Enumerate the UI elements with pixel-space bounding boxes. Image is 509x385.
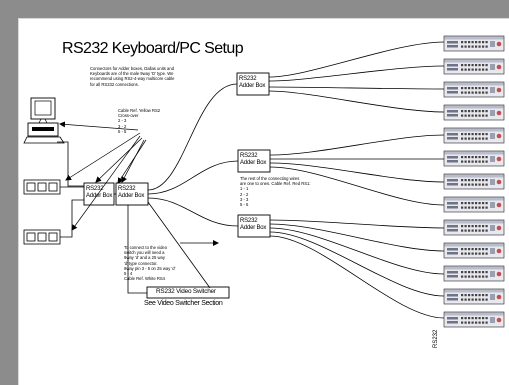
pointer-arrows <box>59 121 219 246</box>
frame-left-bar <box>0 0 18 385</box>
frame-top-bar <box>0 0 509 18</box>
adder-box-bot-label: RS232 Adder Box <box>240 218 267 231</box>
adder-box-top-label: RS232 Adder Box <box>239 76 266 89</box>
adder-box-left-label: RS232 Adder Box <box>86 186 113 199</box>
frame-top-line <box>18 18 509 19</box>
keyboard-icon <box>23 179 61 195</box>
video-switcher-section-label: See Video Switcher Section <box>144 300 223 307</box>
video-switcher-frame <box>146 286 230 299</box>
connector-note: Connectors for Adder boxes, Dallas units… <box>90 66 175 87</box>
crossover-cable-note: Cable Ref. Yellow RS2 Cross-over 2 - 3 3… <box>118 108 161 134</box>
one-to-one-cable-note: The rest of the connecting wires are one… <box>240 176 311 208</box>
frame-left-line <box>18 18 19 385</box>
adder-box-mid-label: RS232 Adder Box <box>240 153 267 166</box>
keyboard-icon <box>23 229 61 245</box>
page-title: RS232 Keyboard/PC Setup <box>62 40 244 57</box>
video-switch-cable-note: To connect to the video switch you will … <box>124 245 176 282</box>
rs232-vertical-label: RS232 <box>433 329 439 348</box>
video-units <box>443 35 505 328</box>
computer-icon <box>23 97 65 144</box>
wires <box>57 41 445 319</box>
adder-box-center-label: RS232 Adder Box <box>118 186 145 199</box>
video-switcher-label: RS232 Video Switcher <box>156 288 216 295</box>
